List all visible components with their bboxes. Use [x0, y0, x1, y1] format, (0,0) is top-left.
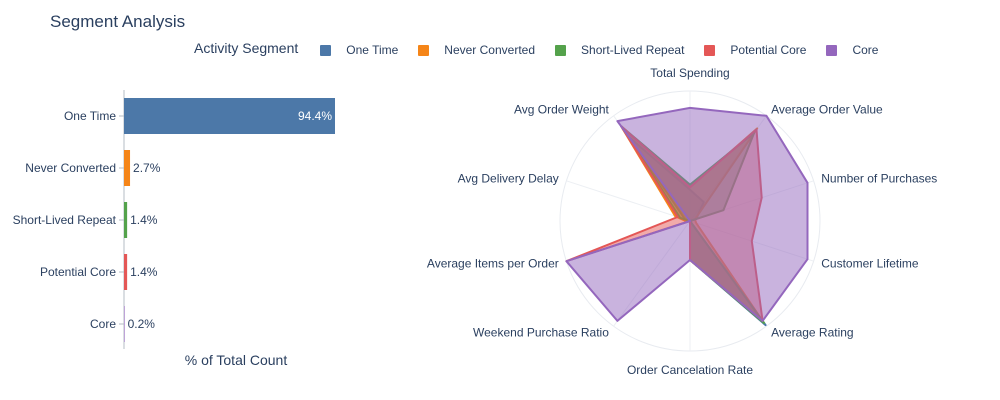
legend-label: One Time: [346, 43, 399, 57]
bar-tick-label-core: Core: [90, 317, 116, 331]
radar-axis-label-total-spending: Total Spending: [650, 66, 729, 80]
radar-axis-label-avg-delivery-delay: Avg Delivery Delay: [458, 171, 559, 185]
radar-axis-label-average-order-value: Average Order Value: [771, 102, 883, 116]
bar-short-lived-repeat[interactable]: [124, 202, 128, 238]
bar-tick-label-potential-core: Potential Core: [40, 265, 116, 279]
radar-axis-label-order-cancelation-rate: Order Cancelation Rate: [627, 363, 753, 377]
legend-item-one-time[interactable]: One Time: [320, 43, 398, 57]
radar-axis-label-weekend-purchase-ratio: Weekend Purchase Ratio: [473, 326, 609, 340]
bar-data-label-potential-core: 1.4%: [130, 265, 158, 279]
radar-series-core[interactable]: [565, 106, 809, 322]
bar-x-axis-title: % of Total Count: [185, 352, 288, 368]
bar-data-label-never-converted: 2.7%: [133, 161, 161, 175]
radar-axis-label-average-items-per-order: Average Items per Order: [427, 257, 559, 271]
chart-title: Segment Analysis: [50, 12, 186, 31]
radar-axis-label-number-of-purchases: Number of Purchases: [821, 171, 937, 185]
bar-chart: One Time 94.4% Never Converted 2.7% Short-Li…: [13, 90, 335, 368]
legend-swatch: [704, 44, 716, 56]
legend-title: Activity Segment: [194, 40, 299, 56]
legend-swatch: [418, 44, 430, 56]
legend-label: Never Converted: [444, 43, 536, 57]
legend: Activity Segment One Time Never Converte…: [194, 40, 898, 60]
bar-core[interactable]: [124, 306, 125, 342]
bar-tick-label-one-time: One Time: [64, 109, 116, 123]
bar-data-label-short-lived-repeat: 1.4%: [130, 213, 158, 227]
radar-axis-label-avg-order-weight: Avg Order Weight: [514, 102, 610, 116]
bar-tick-label-never-converted: Never Converted: [25, 161, 116, 175]
bar-data-label-core: 0.2%: [128, 317, 156, 331]
radar-axis-label-customer-lifetime: Customer Lifetime: [821, 257, 919, 271]
bar-potential-core[interactable]: [124, 254, 128, 290]
legend-label: Short-Lived Repeat: [581, 43, 685, 57]
legend-swatch: [826, 44, 838, 56]
bar-data-label-one-time: 94.4%: [298, 109, 332, 123]
legend-swatch: [320, 44, 332, 56]
legend-label: Potential Core: [730, 43, 807, 57]
legend-swatch: [555, 44, 567, 56]
radar-spoke: [566, 180, 691, 222]
legend-item-short-lived-repeat[interactable]: Short-Lived Repeat: [555, 43, 684, 57]
bar-tick-label-short-lived-repeat: Short-Lived Repeat: [13, 213, 117, 227]
legend-item-core[interactable]: Core: [826, 43, 878, 57]
legend-label: Core: [852, 43, 879, 57]
bar-never-converted[interactable]: [124, 150, 131, 186]
bar-one-time[interactable]: [124, 98, 335, 134]
legend-item-never-converted[interactable]: Never Converted: [418, 43, 535, 57]
legend-item-potential-core[interactable]: Potential Core: [704, 43, 806, 57]
radar-axis-label-average-rating: Average Rating: [771, 326, 854, 340]
